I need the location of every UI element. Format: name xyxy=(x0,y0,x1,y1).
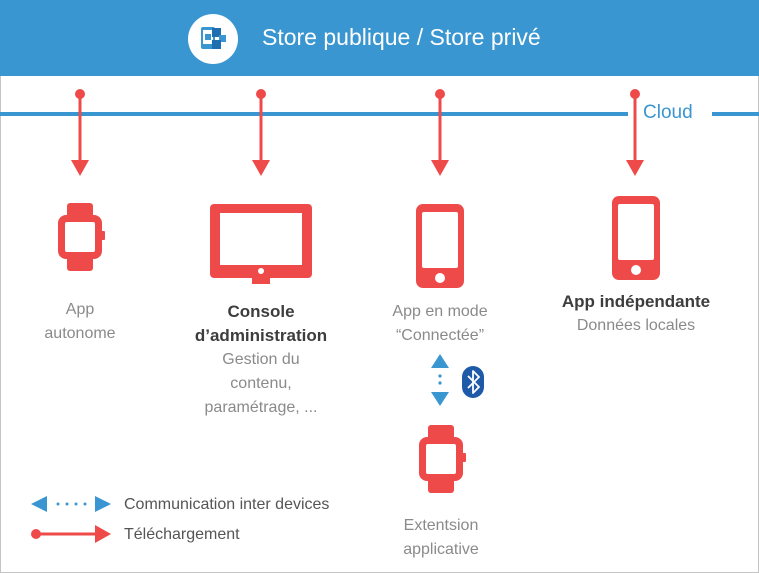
download-arrow-phone-connected xyxy=(431,89,449,176)
device-desc-desktop: Gestion du contenu, paramétrage, ... xyxy=(181,348,341,420)
device-label-line: applicative xyxy=(403,541,479,558)
smartwatch-icon xyxy=(58,203,105,271)
communication-arrow-vertical xyxy=(431,354,449,406)
download-arrow-desktop xyxy=(252,89,270,176)
device-desc-line: contenu, xyxy=(230,375,292,392)
store-title: Store publique / Store privé xyxy=(262,24,541,50)
device-label-line: App en mode xyxy=(392,303,488,320)
cloud-line xyxy=(0,112,628,116)
cloud-label: Cloud xyxy=(643,102,693,123)
device-label-line: “Connectée” xyxy=(395,327,485,344)
apps-store-icon xyxy=(201,27,226,49)
download-arrow-phone-independent xyxy=(626,89,644,176)
device-title-line: App indépendante xyxy=(561,292,711,311)
legend-communication-icon xyxy=(31,496,111,512)
legend-download-icon xyxy=(31,525,111,543)
legend-communication-label: Communication inter devices xyxy=(124,496,330,513)
store-banner: Store publique / Store privé xyxy=(0,0,759,76)
bluetooth-icon xyxy=(462,366,484,398)
smartphone-icon xyxy=(612,196,660,280)
device-label-line: Extentsion xyxy=(403,517,479,534)
legend-download-label: Téléchargement xyxy=(124,526,240,543)
device-label-watch-extension: Extentsion applicative xyxy=(371,514,511,562)
device-label-phone-connected: App en mode “Connectée” xyxy=(370,300,510,348)
device-title-line: d’administration xyxy=(194,326,328,345)
device-label-phone-independent: App indépendante Données locales xyxy=(546,290,726,338)
device-desc-line: Données locales xyxy=(576,317,696,334)
cloud-line-right xyxy=(712,112,759,116)
desktop-monitor-icon xyxy=(210,204,312,284)
device-label-line: App xyxy=(65,301,95,318)
download-arrow-watch xyxy=(71,89,89,176)
device-title-line: Console xyxy=(227,302,295,321)
smartwatch-icon xyxy=(419,425,466,493)
store-icon-badge xyxy=(188,14,238,64)
device-label-desktop: Console d’administration xyxy=(181,300,341,348)
device-label-line: autonome xyxy=(44,325,116,342)
device-label-watch: App autonome xyxy=(20,298,140,346)
smartphone-icon xyxy=(416,204,464,288)
device-desc-line: paramétrage, ... xyxy=(204,399,318,416)
device-desc-line: Gestion du xyxy=(222,351,300,368)
